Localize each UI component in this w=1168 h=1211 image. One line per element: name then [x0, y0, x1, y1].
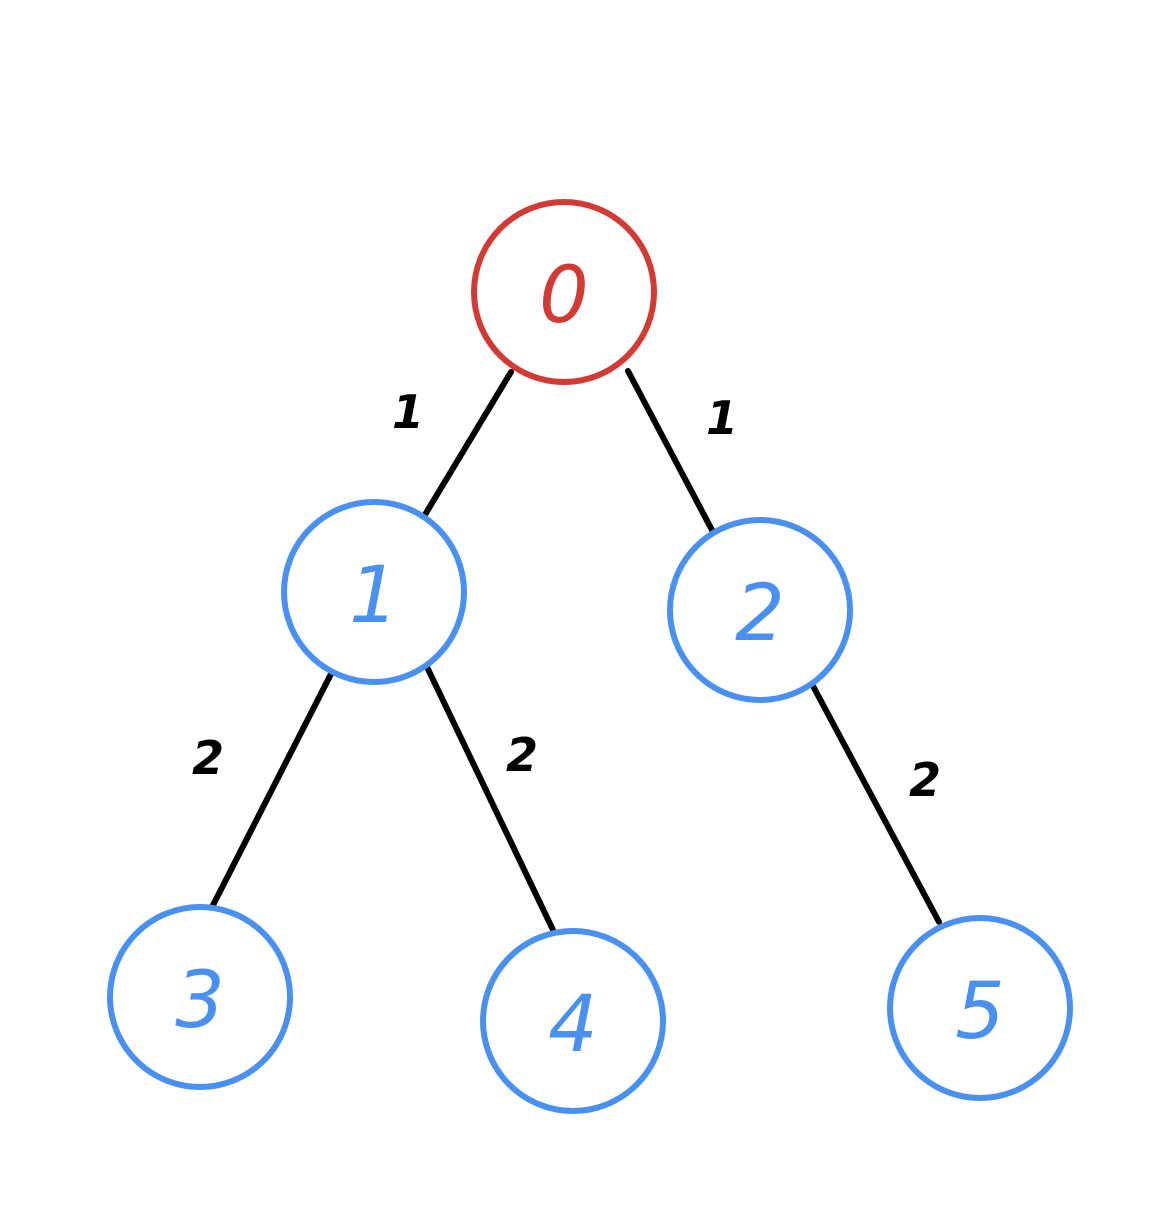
node-circle-5	[887, 915, 1073, 1101]
nodes-layer: 0 1 2 3 4 5	[107, 199, 1073, 1114]
edge-0-1	[420, 369, 514, 521]
edge-label-0-2: 1	[706, 391, 738, 445]
edge-labels-layer: 1 1 2 2 2	[192, 385, 941, 807]
edge-label-1-3: 2	[192, 731, 224, 785]
node-label-3: 3	[175, 956, 225, 1046]
node-1: 1	[281, 499, 467, 685]
node-4: 4	[480, 928, 666, 1114]
node-circle-1	[281, 499, 467, 685]
node-3: 3	[107, 904, 293, 1090]
node-circle-0	[471, 199, 657, 385]
node-label-4: 4	[548, 980, 598, 1070]
edges-layer	[206, 368, 942, 933]
node-label-5: 5	[955, 967, 1005, 1057]
node-2: 2	[667, 517, 853, 703]
node-label-0: 0	[539, 251, 589, 341]
edge-2-5	[810, 683, 942, 925]
edge-1-3	[206, 669, 335, 916]
node-label-2: 2	[735, 569, 785, 659]
edge-label-2-5: 2	[909, 753, 941, 807]
edge-1-4	[424, 664, 556, 933]
node-5: 5	[887, 915, 1073, 1101]
edge-0-2	[625, 368, 716, 535]
node-label-1: 1	[349, 551, 399, 641]
node-circle-3	[107, 904, 293, 1090]
node-circle-2	[667, 517, 853, 703]
node-circle-4	[480, 928, 666, 1114]
edge-label-1-4: 2	[506, 728, 538, 782]
node-0: 0	[471, 199, 657, 385]
edge-label-0-1: 1	[392, 385, 424, 439]
